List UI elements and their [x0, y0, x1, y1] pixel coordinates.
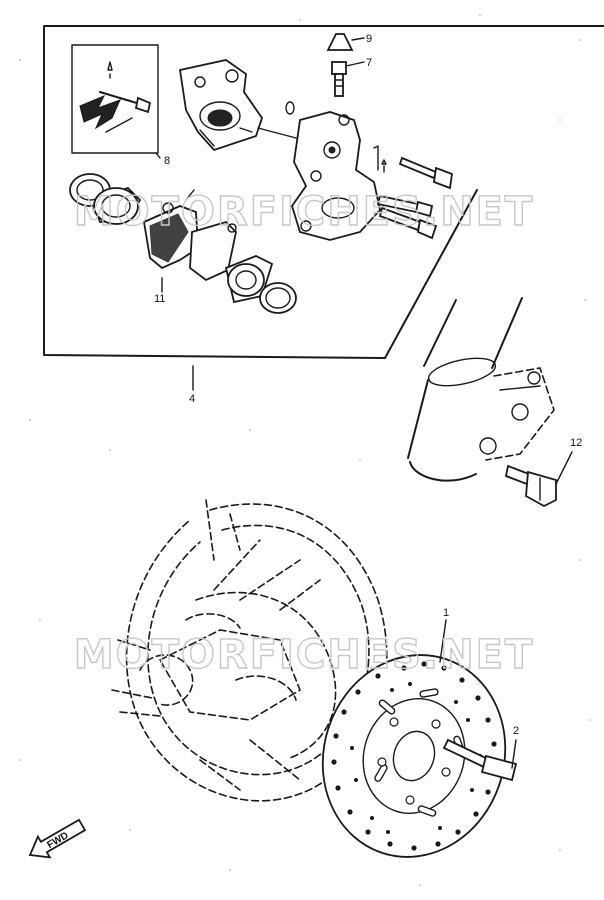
callouts: 9 7 8 11 4 12 1 2: [154, 33, 582, 737]
caliper-bracket: [178, 59, 295, 152]
callout-2: 2: [513, 725, 519, 737]
callout-1: 1: [443, 607, 449, 619]
bleed-screw-inset: [71, 44, 161, 159]
caliper-body: [291, 111, 381, 241]
bleeder-cap: [326, 33, 365, 51]
callout-11: 11: [154, 293, 165, 305]
pistons-right: [224, 255, 297, 314]
callout-7: 7: [366, 57, 372, 69]
callout-12: 12: [570, 437, 582, 449]
front-fork-leg: [407, 297, 555, 482]
piston-seals: [69, 173, 142, 225]
scan-speckles: [19, 14, 591, 886]
leader-lines-top: [161, 127, 297, 391]
flange-bolt: [504, 451, 573, 508]
forward-arrow-icon: FWD: [28, 818, 87, 859]
callout-4: 4: [189, 393, 195, 405]
bleed-screw: [331, 61, 365, 97]
brake-pads: [142, 189, 237, 282]
watermark-bottom: MOTORFICHES.NET: [74, 632, 534, 678]
caliper-kit-outline: [43, 25, 604, 359]
disc-bolt: [442, 738, 518, 782]
fwd-label: FWD: [45, 830, 70, 851]
callout-9: 9: [366, 33, 372, 45]
caliper-bolts: [376, 156, 453, 240]
brake-disc: [321, 619, 507, 858]
watermark-top: MOTORFICHES.NET: [74, 189, 534, 235]
watermark: MOTORFICHES.NET MOTORFICHES.NET: [73, 188, 534, 678]
callout-8: 8: [164, 155, 170, 167]
